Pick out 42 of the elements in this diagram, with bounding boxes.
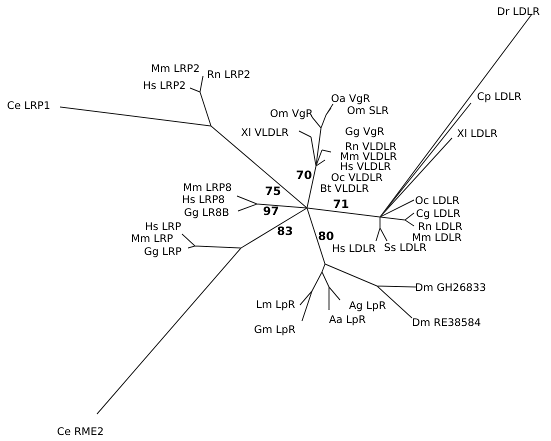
taxon-label: Mm LRP (131, 233, 174, 245)
taxon-label: Cp LDLR (477, 91, 522, 103)
taxon-label: Hs LRP2 (143, 80, 186, 92)
taxon-label: Hs VLDLR (340, 161, 391, 173)
taxon-label: Xl LDLR (457, 128, 498, 140)
taxon-label: Om SLR (347, 105, 389, 117)
bootstrap-value: 75 (265, 185, 282, 197)
taxon-label: Dm GH26833 (415, 282, 486, 294)
taxon-label: Rn LDLR (418, 221, 462, 233)
bootstrap-value: 70 (296, 169, 312, 181)
taxon-label: Hs LRP (145, 221, 182, 233)
taxon-label: Ag LpR (349, 300, 386, 312)
taxon-label: Ss LDLR (384, 242, 427, 254)
taxon-label: Mm LDLR (412, 232, 462, 244)
taxon-label: Dm RE38584 (412, 317, 481, 329)
taxon-label: Mm LRP2 (151, 63, 200, 75)
taxon-label: Gg LR8B (184, 207, 230, 219)
taxon-label: Hs LRP8 (182, 194, 225, 206)
bootstrap-value: 83 (277, 225, 294, 237)
taxon-label: Om VgR (270, 108, 313, 120)
taxon-label: Ce LRP1 (7, 100, 50, 112)
bootstrap-value: 97 (263, 205, 280, 217)
bootstrap-value: 71 (333, 198, 350, 210)
bootstrap-value: 80 (318, 230, 334, 242)
taxon-label: Rn LRP2 (207, 69, 250, 81)
taxon-label: Gg VgR (345, 126, 384, 138)
taxon-label: Mm LRP8 (183, 182, 232, 194)
taxon-label: Oa VgR (331, 93, 370, 105)
taxon-label: Oc VLDLR (331, 172, 383, 184)
taxon-label: Gg LRP (144, 246, 182, 258)
taxon-label: Cg LDLR (416, 208, 460, 220)
taxon-label: Rn VLDLR (345, 141, 397, 153)
taxon-label: Gm LpR (254, 324, 296, 336)
taxon-label: Oc LDLR (415, 195, 460, 207)
taxon-label: Mm VLDLR (340, 151, 397, 163)
taxon-label: Aa LpR (329, 314, 366, 326)
taxon-label: Ce RME2 (57, 426, 104, 438)
taxon-label: Dr LDLR (497, 6, 540, 18)
taxon-label: Lm LpR (256, 299, 296, 311)
taxon-label: Xl VLDLR (241, 127, 289, 139)
taxon-label: Hs LDLR (332, 243, 376, 255)
taxon-label: Bt VLDLR (320, 183, 369, 195)
